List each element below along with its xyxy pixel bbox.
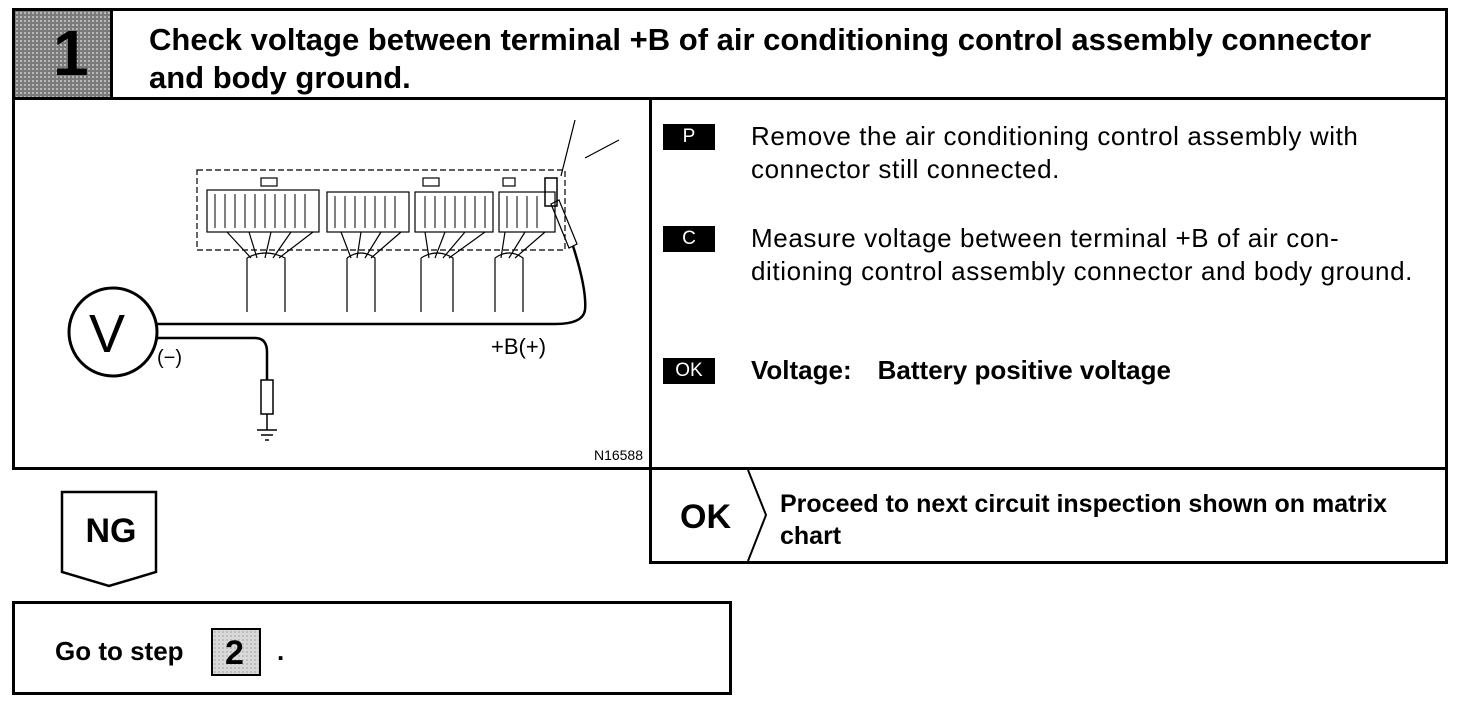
ok-result-box: OK Proceed to next circuit inspection sh… [649, 470, 1448, 564]
step-number-badge: 1 [15, 11, 113, 97]
instruction-text: Remove the air conditioning control asse… [751, 121, 1359, 184]
pentagon-down-icon [60, 490, 158, 588]
chevron-right-icon [747, 470, 768, 561]
spec-line: Voltage: Battery positive voltage [751, 354, 1431, 387]
step-title: Check voltage between terminal +B of air… [149, 22, 1372, 95]
figure-id: N16588 [593, 447, 643, 463]
goto-step-number[interactable]: 2 [211, 628, 261, 676]
goto-text: Go to step [55, 636, 184, 666]
negative-terminal-label: (−) [157, 347, 182, 369]
connector-illustration: V (−) +B(+) [67, 119, 620, 441]
ok-result-label: OK [680, 498, 731, 536]
step-header: 1 Check voltage between terminal +B of a… [12, 8, 1448, 100]
spec-label: Voltage: [751, 355, 852, 385]
probe-icon [550, 199, 578, 249]
goto-step-value: 2 [225, 634, 244, 672]
step-number: 1 [53, 17, 89, 89]
goto-step-box: Go to step 2 . [12, 601, 732, 695]
ground-symbol-icon [257, 429, 277, 441]
tag-prepare: P [663, 124, 715, 150]
instruction-text: Measure voltage between terminal +B of a… [751, 223, 1413, 286]
tag-ok: OK [663, 358, 715, 384]
goto-suffix: . [277, 636, 285, 666]
ng-result-label: NG [85, 512, 137, 550]
wiring-diagram: V (−) +B(+) N16588 [12, 100, 652, 470]
spec-value: Battery positive voltage [877, 355, 1171, 385]
tag-check: C [663, 226, 715, 252]
voltmeter-icon [67, 286, 159, 378]
positive-terminal-label: +B(+) [491, 334, 546, 359]
instruction-panel: P Remove the air conditioning control as… [649, 100, 1448, 470]
voltmeter-symbol: V [89, 304, 125, 364]
ok-result-text: Proceed to next circuit inspection shown… [780, 490, 1388, 550]
